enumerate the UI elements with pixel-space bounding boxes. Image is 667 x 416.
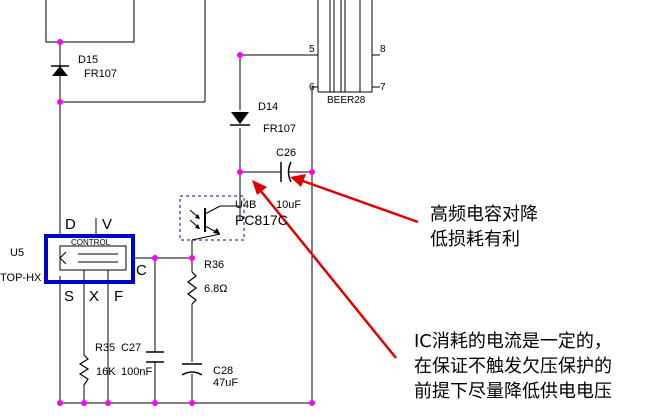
c27-ref: C27 — [121, 342, 141, 354]
junction-dot — [309, 169, 315, 175]
capacitor-c28 — [181, 363, 203, 376]
junction-dot — [152, 400, 158, 406]
opto-ref: U4B — [235, 199, 256, 211]
c26-ref: C26 — [276, 147, 296, 159]
pin-f-label: F — [114, 288, 123, 305]
junction-dot — [237, 169, 243, 175]
junction-dot — [189, 400, 195, 406]
opto-part: PC817C — [235, 212, 288, 228]
transformer — [317, 0, 373, 93]
pin-6-label: 6 — [309, 82, 315, 93]
resistor-r36 — [187, 271, 197, 305]
resistor-r35 — [78, 354, 90, 386]
note-2-line-2: 在保证不触发欠压保护的 — [414, 356, 612, 377]
pin-c-label: C — [136, 262, 147, 279]
pin-s-label: S — [64, 288, 74, 305]
opto-light-arrow-1 — [195, 214, 200, 219]
note-2-line-1: IC消耗的电流是一定的， — [414, 331, 612, 352]
pin-7-label: 7 — [380, 82, 386, 93]
c28-value: 47uF — [213, 377, 238, 389]
annotation-arrows — [252, 174, 419, 359]
top-left-wire — [45, 0, 135, 43]
opto-dashed-box — [179, 195, 245, 241]
opto-emitter-arrow — [213, 228, 220, 234]
junction-dot — [237, 52, 243, 58]
r35-ref: R35 — [95, 342, 115, 354]
junctions — [57, 39, 315, 406]
junction-dot — [57, 99, 63, 105]
arrow-to-supply-head — [252, 180, 267, 195]
ic-u5: CONTROL — [44, 234, 135, 284]
pin-8-label: 8 — [380, 44, 386, 55]
note-1-line-1: 高频电容对降 — [430, 204, 538, 225]
arrow-to-c26-head — [290, 174, 306, 187]
arrow-to-supply — [259, 189, 397, 359]
ic-part: TOP-HX — [0, 272, 42, 284]
opto-light-arrow-2 — [195, 224, 200, 229]
optocoupler-u4b — [179, 195, 245, 241]
ic-ref: U5 — [10, 247, 24, 259]
pin-v-label: V — [102, 216, 112, 233]
junction-dot — [57, 400, 63, 406]
arrow-to-c26 — [299, 178, 419, 224]
note-1-line-2: 低损耗有利 — [430, 229, 520, 250]
diode-d14 — [230, 112, 250, 126]
pin-d-label: D — [65, 216, 76, 233]
pin-5-label: 5 — [309, 44, 315, 55]
d14-triangle — [231, 112, 249, 124]
d14-value: FR107 — [263, 123, 296, 135]
note-2-line-3: 前提下尽量降低供电电压 — [414, 381, 612, 402]
ic-control-label: CONTROL — [71, 238, 111, 247]
c26-value: 10uF — [276, 199, 301, 211]
ic-outline — [44, 234, 135, 284]
junction-dot — [152, 255, 158, 261]
capacitor-c26 — [280, 161, 292, 183]
junction-dot — [81, 400, 87, 406]
r35-value: 16K — [96, 366, 116, 378]
opto-collector-leg — [204, 205, 221, 215]
c27-value: 100nF — [121, 366, 152, 378]
r36-value: 6.8Ω — [204, 283, 228, 295]
ic-control-block — [59, 245, 127, 271]
pin-x-label: X — [89, 288, 99, 305]
capacitor-c27 — [146, 351, 164, 363]
junction-dot — [57, 39, 63, 45]
r36-ref: R36 — [204, 259, 224, 271]
c28-ref: C28 — [213, 365, 233, 377]
junction-dot — [105, 400, 111, 406]
junction-dot — [189, 255, 195, 261]
d14-ref: D14 — [258, 101, 278, 113]
wires — [45, 0, 380, 404]
transformer-label: BEER28 — [327, 95, 366, 106]
diode-d15 — [51, 65, 69, 76]
d15-triangle — [52, 66, 68, 76]
d15-value: FR107 — [84, 68, 117, 80]
d15-ref: D15 — [78, 54, 98, 66]
junction-dot — [309, 400, 315, 406]
